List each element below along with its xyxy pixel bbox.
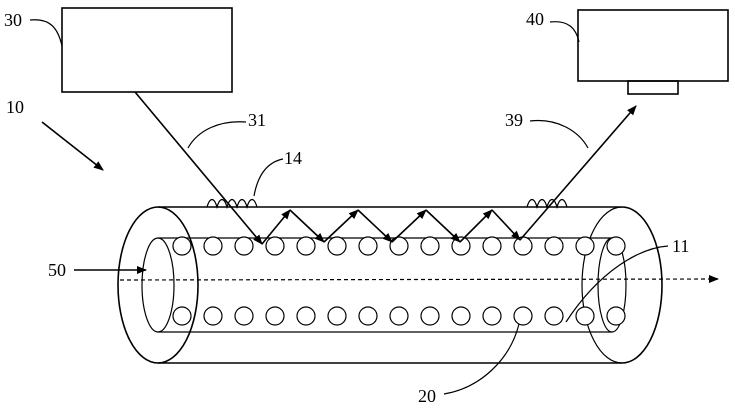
particle (203, 236, 223, 256)
particle (389, 236, 409, 256)
particle (482, 306, 502, 326)
tube-right-end (621, 206, 663, 364)
particle (606, 306, 626, 326)
leader-exit-beam (529, 119, 589, 149)
tube-left-inner (141, 237, 175, 333)
exit-beam (519, 105, 637, 241)
particle (327, 236, 347, 256)
bumps-left (206, 198, 258, 210)
incident-beam (134, 91, 263, 245)
label-light-source: 30 (4, 10, 22, 30)
particle (606, 236, 626, 256)
detector-window (627, 80, 679, 95)
label-bumps: 14 (284, 148, 302, 168)
particle (358, 306, 378, 326)
particle (575, 306, 595, 326)
particle (265, 236, 285, 256)
light-source-box (61, 7, 233, 93)
leader-bumps (253, 158, 284, 197)
particle (451, 236, 471, 256)
leader-particles (443, 323, 520, 395)
detector (577, 9, 729, 95)
leader-incident-beam (187, 121, 247, 149)
bumps-right (526, 198, 568, 210)
particle (389, 306, 409, 326)
label-flow: 50 (48, 260, 66, 280)
particle (172, 306, 192, 326)
particle (482, 236, 502, 256)
tube-body (117, 206, 663, 364)
leader-tube (565, 245, 669, 323)
leader-light-source (29, 19, 63, 47)
particle (420, 306, 440, 326)
particle (358, 236, 378, 256)
particle (420, 236, 440, 256)
particle (203, 306, 223, 326)
particle (513, 306, 533, 326)
particle (544, 306, 564, 326)
device-arrow (41, 121, 104, 171)
label-detector: 40 (526, 9, 544, 29)
label-particles: 20 (418, 386, 436, 406)
flow-axis (119, 275, 719, 284)
label-tube: 11 (672, 236, 689, 256)
tube-right-end-back (581, 206, 623, 364)
tube-left-end (117, 206, 199, 364)
reflection-path (261, 209, 521, 245)
particles (172, 236, 626, 326)
particle (265, 306, 285, 326)
particle (544, 236, 564, 256)
particle (234, 306, 254, 326)
label-exit-beam: 39 (505, 110, 523, 130)
label-device: 10 (6, 97, 24, 117)
detector-box (577, 9, 729, 82)
leader-detector (549, 21, 580, 43)
particle (296, 306, 316, 326)
particle (575, 236, 595, 256)
particle (513, 236, 533, 256)
particle (451, 306, 471, 326)
label-incident-beam: 31 (248, 110, 266, 130)
particle (327, 306, 347, 326)
particle (296, 236, 316, 256)
particle (234, 236, 254, 256)
particle (172, 236, 192, 256)
